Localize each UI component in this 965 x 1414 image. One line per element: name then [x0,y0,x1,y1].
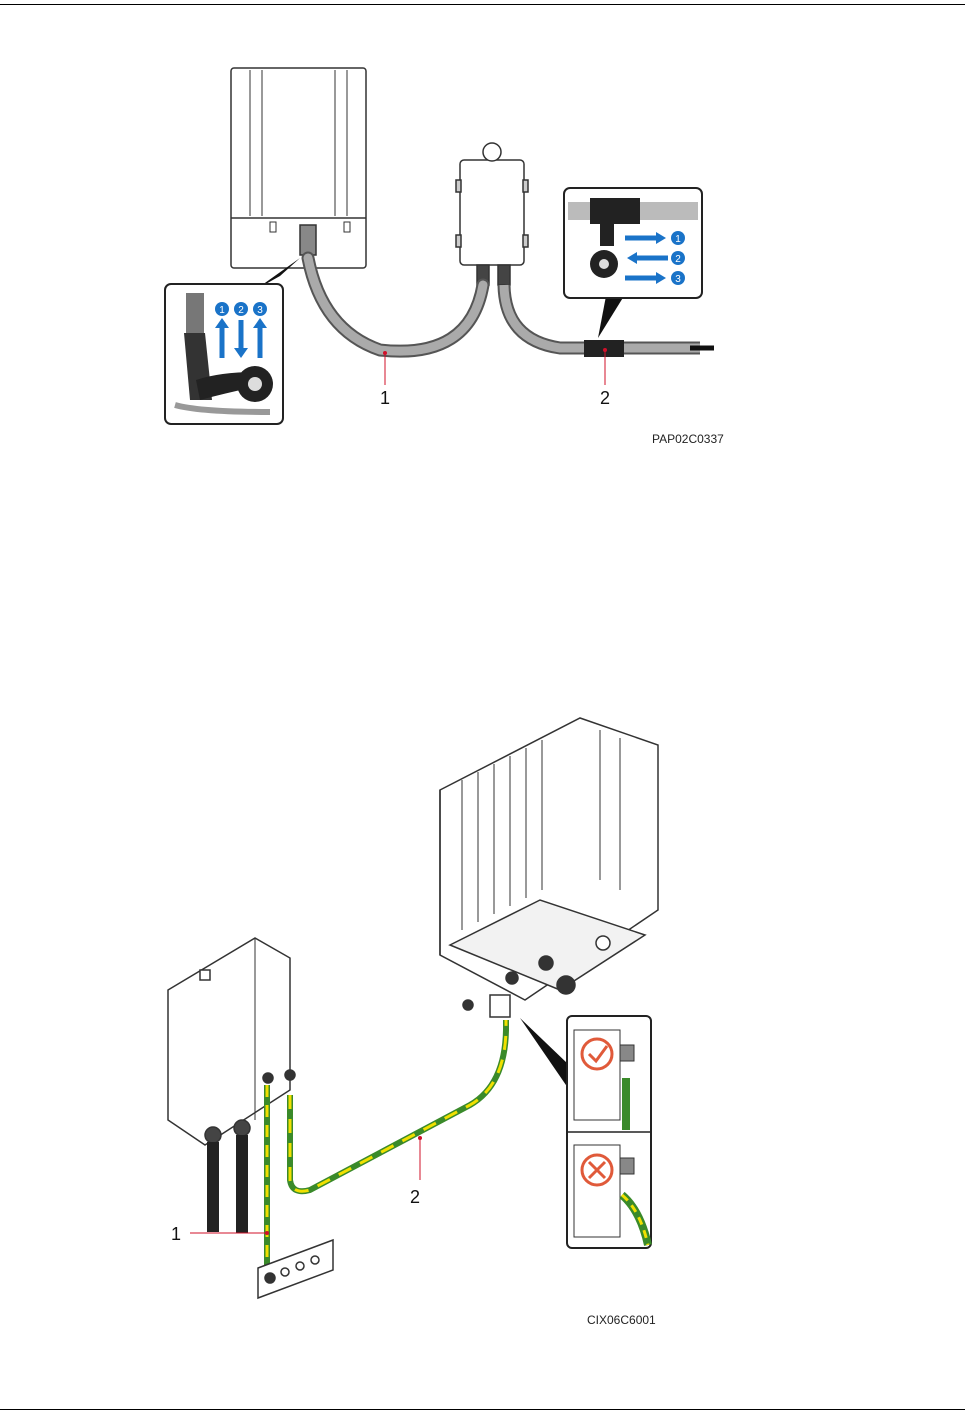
callout-2-label: 2 [600,388,610,408]
right-steps: 1 2 3 [625,231,685,285]
inset-pointer [520,1018,568,1088]
figure-2-illustration: 1 2 [0,700,965,1340]
figure-2: 1 2 CIX06C6001 [0,700,965,1340]
small-unit-2 [168,938,295,1233]
left-step-1: 1 [219,305,225,316]
callout-1-label: 1 [380,388,390,408]
footer-rule [0,1409,965,1410]
figure-1: 1 2 3 [0,0,965,470]
right-inset-pointer [598,296,624,338]
figure-2-code: CIX06C6001 [587,1313,656,1327]
fig2-callout-2-label: 2 [410,1187,420,1207]
figure-1-code: PAP02C0337 [652,432,724,446]
right-inset: 1 2 3 [564,188,702,298]
right-step-3: 3 [675,274,681,285]
check-inset [567,1016,651,1248]
fig2-callout-1-label: 1 [171,1224,181,1244]
small-unit [456,143,528,285]
left-step-3: 3 [257,305,263,316]
left-step-2: 2 [238,305,244,316]
right-step-1: 1 [675,234,681,245]
ground-cable-2 [290,1020,506,1191]
cable-1 [308,258,483,351]
rru-unit [440,718,658,1017]
left-steps: 1 2 3 [215,302,267,358]
right-step-2: 2 [675,254,681,265]
correct-icon [582,1039,612,1069]
large-unit [231,68,366,268]
figure-1-illustration: 1 2 3 [0,0,965,470]
incorrect-icon [582,1155,612,1185]
left-inset: 1 2 3 [165,284,283,424]
